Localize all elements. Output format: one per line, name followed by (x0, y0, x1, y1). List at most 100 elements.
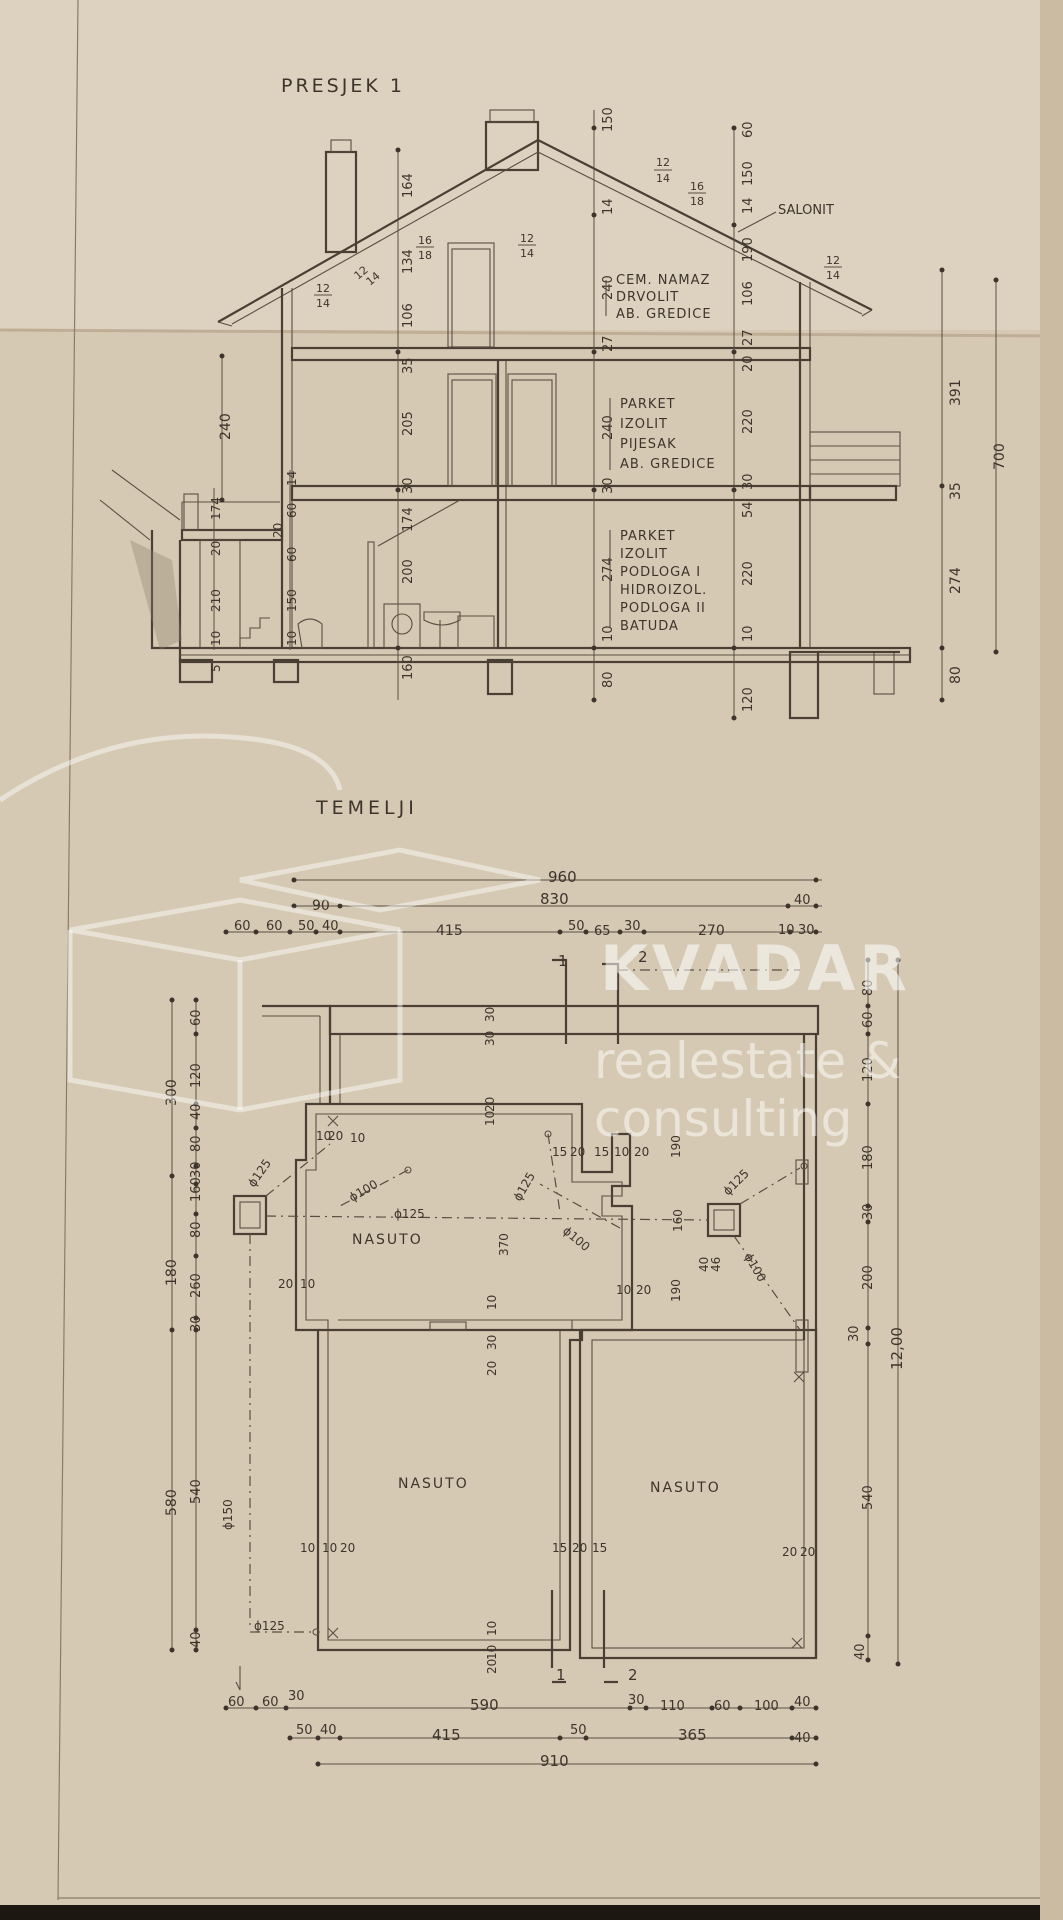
dim-910: 910 (540, 1752, 569, 1770)
svg-text:5: 5 (209, 664, 223, 672)
right-dims-inner: 80 60 120 180 30 200 30 540 40 (847, 979, 876, 1660)
svg-text:20: 20 (340, 1541, 355, 1555)
footing-1 (178, 658, 214, 684)
section-dimension-ticks (219, 125, 999, 721)
top-dim-ticks (223, 877, 819, 935)
dim-960: 960 (548, 868, 577, 886)
svg-text:540: 540 (861, 1485, 876, 1510)
svg-text:30: 30 (483, 1007, 497, 1022)
svg-text:40: 40 (322, 919, 339, 934)
svg-text:160: 160 (671, 1209, 685, 1232)
section-fraction-labels: 12 14 16 18 12 14 12 14 16 18 12 14 12 1… (314, 156, 842, 310)
svg-text:27: 27 (741, 329, 756, 346)
salonit-label: SALONIT (778, 203, 834, 218)
svg-text:20: 20 (209, 541, 223, 556)
svg-text:370: 370 (497, 1233, 511, 1256)
partition-bath (367, 541, 375, 649)
svg-text:30: 30 (288, 1689, 305, 1704)
svg-text:60: 60 (714, 1699, 731, 1714)
svg-text:30: 30 (624, 919, 641, 934)
svg-text:65: 65 (594, 924, 611, 939)
svg-text:240: 240 (601, 415, 616, 440)
svg-text:60: 60 (189, 1009, 204, 1026)
svg-text:190: 190 (669, 1279, 683, 1302)
svg-text:300: 300 (164, 1079, 180, 1106)
svg-text:174: 174 (401, 507, 416, 532)
foundation-walls (294, 1034, 818, 1660)
svg-text:30: 30 (628, 1693, 645, 1708)
svg-text:180: 180 (164, 1259, 180, 1286)
svg-text:35: 35 (948, 482, 964, 500)
svg-text:30: 30 (741, 473, 756, 490)
svg-text:160: 160 (401, 655, 416, 680)
dim-90: 90 (312, 898, 330, 914)
section-dims-right-col: 60 150 14 190 106 27 20 220 30 54 220 10… (741, 121, 756, 712)
svg-text:415: 415 (432, 1726, 461, 1744)
svg-text:30: 30 (861, 1203, 876, 1220)
watermark: KVADAR realestate & consulting (0, 733, 907, 1148)
svg-text:50: 50 (570, 1723, 587, 1738)
svg-text:AB. GREDICE: AB. GREDICE (620, 457, 716, 472)
footing-north (328, 1004, 820, 1036)
svg-text:20: 20 (800, 1545, 815, 1559)
basement-wall-left (150, 530, 182, 650)
svg-text:150: 150 (741, 161, 756, 186)
svg-text:391: 391 (948, 379, 964, 406)
toilet (297, 618, 323, 649)
svg-text:80: 80 (948, 666, 964, 684)
svg-text:120: 120 (861, 1057, 876, 1082)
svg-text:200: 200 (401, 559, 416, 584)
svg-text:10: 10 (300, 1541, 315, 1555)
svg-text:60: 60 (228, 1695, 245, 1710)
left-dim-ticks (169, 997, 199, 1653)
svg-text:106: 106 (401, 303, 416, 328)
svg-text:2: 2 (628, 1666, 638, 1684)
svg-text:274: 274 (948, 567, 964, 594)
svg-text:40: 40 (794, 1731, 811, 1746)
svg-text:30: 30 (847, 1325, 862, 1342)
svg-text:30: 30 (189, 1315, 204, 1332)
svg-text:18: 18 (418, 249, 432, 262)
section-title: PRESJEK 1 (281, 75, 405, 97)
svg-text:106: 106 (741, 281, 756, 306)
svg-text:DRVOLIT: DRVOLIT (616, 290, 679, 305)
svg-text:20: 20 (570, 1145, 585, 1159)
svg-text:120: 120 (189, 1063, 204, 1088)
section-dims-left-col: 164 134 106 35 205 30 174 200 160 (401, 173, 416, 680)
svg-text:20: 20 (485, 1361, 499, 1376)
footing-inner-east (591, 1339, 805, 1649)
svg-text:14: 14 (741, 197, 756, 214)
svg-text:20: 20 (782, 1545, 797, 1559)
svg-text:60: 60 (262, 1695, 279, 1710)
dim-40: 40 (794, 893, 811, 908)
stairs (239, 617, 270, 648)
room-label-southwest: NASUTO (398, 1476, 469, 1492)
svg-text:PARKET: PARKET (620, 397, 676, 412)
svg-text:18: 18 (690, 195, 704, 208)
balcony-slab (808, 484, 898, 502)
svg-text:40: 40 (189, 1103, 204, 1120)
slab-attic (290, 346, 812, 362)
photo-bottom-edge (0, 1905, 1063, 1920)
frame-border-left (57, 0, 79, 1901)
footing-4 (788, 650, 820, 720)
svg-text:20: 20 (278, 1277, 293, 1291)
svg-text:120: 120 (741, 687, 756, 712)
svg-text:60: 60 (266, 919, 283, 934)
svg-text:10: 10 (316, 1129, 331, 1143)
svg-text:10: 10 (614, 1145, 629, 1159)
section-layer-labels: CEM. NAMAZ DRVOLIT AB. GREDICE PARKET IZ… (616, 273, 716, 634)
svg-text:60: 60 (741, 121, 756, 138)
svg-text:10: 10 (616, 1283, 631, 1297)
svg-text:40: 40 (853, 1643, 868, 1660)
paper-fold-top (0, 0, 1063, 330)
svg-text:1: 1 (558, 952, 568, 970)
svg-text:10: 10 (322, 1541, 337, 1555)
bottom-dims-row1: 60 60 30 590 30 110 60 100 40 (228, 1689, 811, 1714)
watermark-cube-top2 (239, 847, 541, 913)
svg-text:260: 260 (189, 1273, 204, 1298)
svg-text:134: 134 (401, 249, 416, 274)
svg-text:1: 1 (556, 1666, 566, 1684)
svg-text:15: 15 (594, 1145, 609, 1159)
svg-text:270: 270 (698, 923, 725, 939)
